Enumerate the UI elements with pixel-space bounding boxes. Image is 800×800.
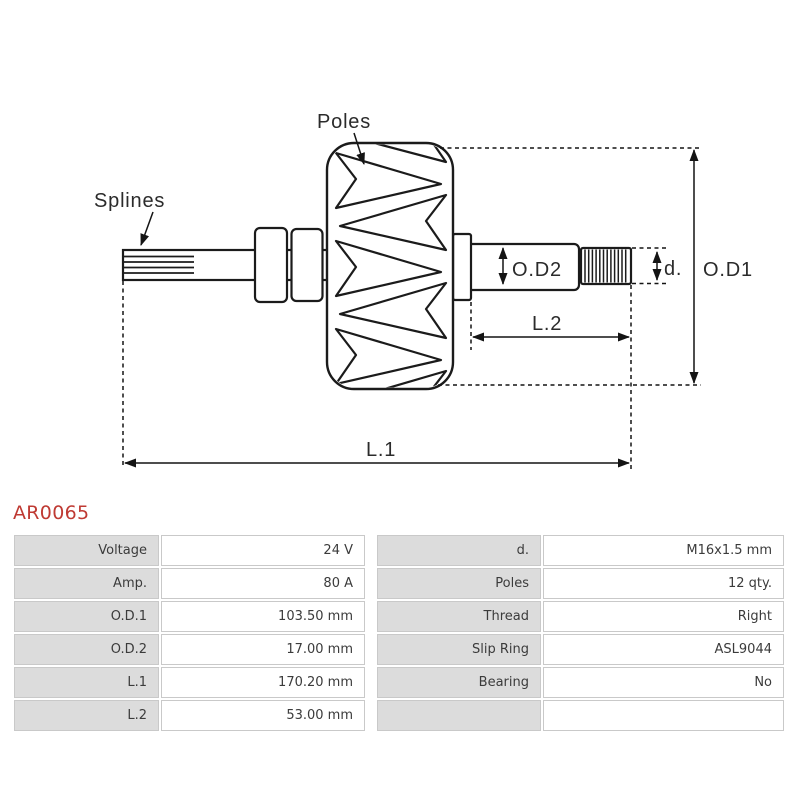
spec-value-cell: 17.00 mm [161,634,365,665]
spec-label-cell [377,700,541,731]
thread-hatch-lines [584,249,627,283]
spec-value-cell: 12 qty. [543,568,784,599]
od1-label: O.D1 [703,259,753,281]
table-row: L.2 53.00 mm [14,700,365,731]
spec-label-cell: Bearing [377,667,541,698]
table-row: O.D.1 103.50 mm [14,601,365,632]
spec-value-cell: 24 V [161,535,365,566]
pole-claw [334,239,443,298]
table-row: Thread Right [377,601,784,632]
spec-label-cell: Thread [377,601,541,632]
od2-label: O.D2 [512,259,562,281]
spec-label-cell: Slip Ring [377,634,541,665]
spec-label-cell: d. [377,535,541,566]
table-row: Slip Ring ASL9044 [377,634,784,665]
l2-label: L.2 [532,313,562,335]
spec-label-cell: L.1 [14,667,159,698]
table-row: Voltage 24 V [14,535,365,566]
step-ring [451,232,473,302]
poles-leader-arrow [353,132,365,165]
l1-label: L.1 [366,439,396,461]
spec-label-cell: O.D.1 [14,601,159,632]
dimension-lines [122,132,701,472]
splines-label: Splines [94,190,165,212]
spec-value-cell: 170.20 mm [161,667,365,698]
table-row: Poles 12 qty. [377,568,784,599]
shaft-parts [121,226,633,304]
pole-claws [334,144,448,388]
collar-ring-right [290,227,324,303]
spec-label-cell: Voltage [14,535,159,566]
table-row: Amp. 80 A [14,568,365,599]
spec-label-cell: Amp. [14,568,159,599]
d-label: d. [664,258,682,280]
diagram-labels: Poles Splines O.D2 d. O.D1 L.2 L.1 [94,111,753,461]
extension-dashed-lines [122,147,701,472]
rotor-technical-drawing: Poles Splines O.D2 d. O.D1 L.2 L.1 [94,111,753,472]
spline-hatch-lines [124,255,194,274]
product-code-link[interactable]: AR0065 [13,502,90,524]
spec-label-cell: O.D.2 [14,634,159,665]
pole-claw [338,144,448,164]
pole-claw [338,281,448,340]
pole-claw [334,151,443,210]
spec-table-left: Voltage 24 V Amp. 80 A O.D.1 103.50 mm O… [12,533,367,733]
spec-label-cell: L.2 [14,700,159,731]
spec-value-cell: 80 A [161,568,365,599]
pole-claw [338,369,448,388]
table-row [377,700,784,731]
spec-value-cell: 103.50 mm [161,601,365,632]
table-row: O.D.2 17.00 mm [14,634,365,665]
spec-value-cell: ASL9044 [543,634,784,665]
poles-label: Poles [317,111,371,133]
splines-leader-arrow [140,211,154,246]
table-row: Bearing No [377,667,784,698]
spec-tables: Voltage 24 V Amp. 80 A O.D.1 103.50 mm O… [12,533,786,733]
spec-table-right: d. M16x1.5 mm Poles 12 qty. Thread Right… [375,533,786,733]
spec-value-cell: M16x1.5 mm [543,535,784,566]
collar-ring-left [253,226,289,304]
rotor-diagram-svg: Poles Splines O.D2 d. O.D1 L.2 L.1 [94,111,753,472]
spec-label-cell: Poles [377,568,541,599]
spec-value-cell: Right [543,601,784,632]
spec-value-cell: 53.00 mm [161,700,365,731]
spec-value-cell: No [543,667,784,698]
table-row: L.1 170.20 mm [14,667,365,698]
pole-claw [338,193,448,252]
spec-value-cell [543,700,784,731]
table-row: d. M16x1.5 mm [377,535,784,566]
